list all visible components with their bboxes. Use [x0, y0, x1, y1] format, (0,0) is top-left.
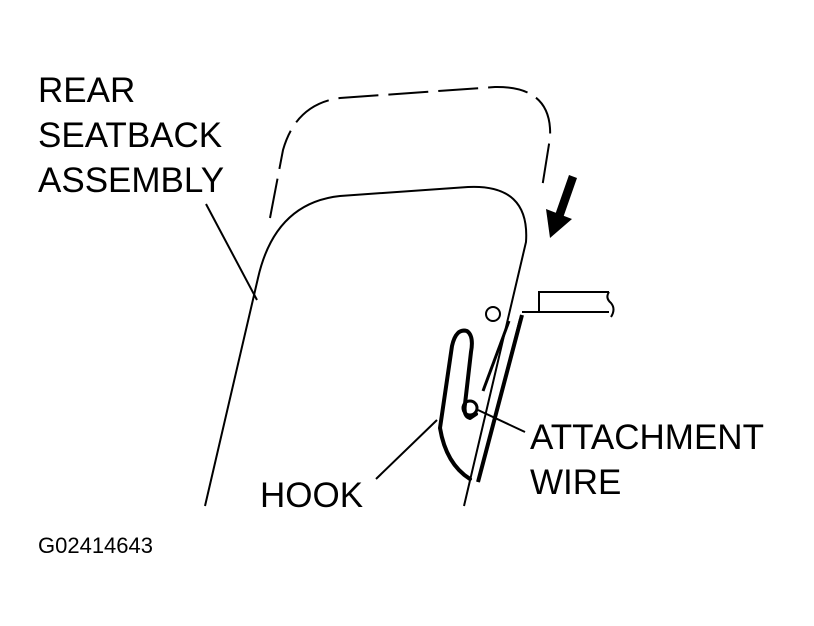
seatback-label-line-3: ASSEMBLY	[38, 161, 224, 200]
locating-hole	[485, 306, 501, 322]
wire-label-line-1: ATTACHMENT	[530, 418, 764, 457]
figure-code: G02414643	[38, 533, 153, 558]
seatback-leader-line	[205, 203, 258, 301]
hook-leader-line	[375, 419, 438, 480]
wire-label-line-2: WIRE	[530, 463, 621, 502]
hook-label: HOOK	[260, 476, 363, 515]
attachment-wire	[461, 399, 479, 417]
seatback-phantom-outline	[269, 85, 552, 219]
bracket-edge-thick	[476, 314, 524, 483]
seatback-rear-edge	[481, 320, 511, 392]
seatback-outline	[204, 185, 528, 507]
arrow-down-icon	[546, 175, 577, 238]
seatback-label-line-1: REAR	[38, 71, 135, 110]
hook	[438, 328, 478, 481]
wire-leader-line	[477, 409, 526, 433]
bracket-break-line	[606, 291, 615, 318]
seatback-label-line-2: SEATBACK	[38, 116, 222, 155]
